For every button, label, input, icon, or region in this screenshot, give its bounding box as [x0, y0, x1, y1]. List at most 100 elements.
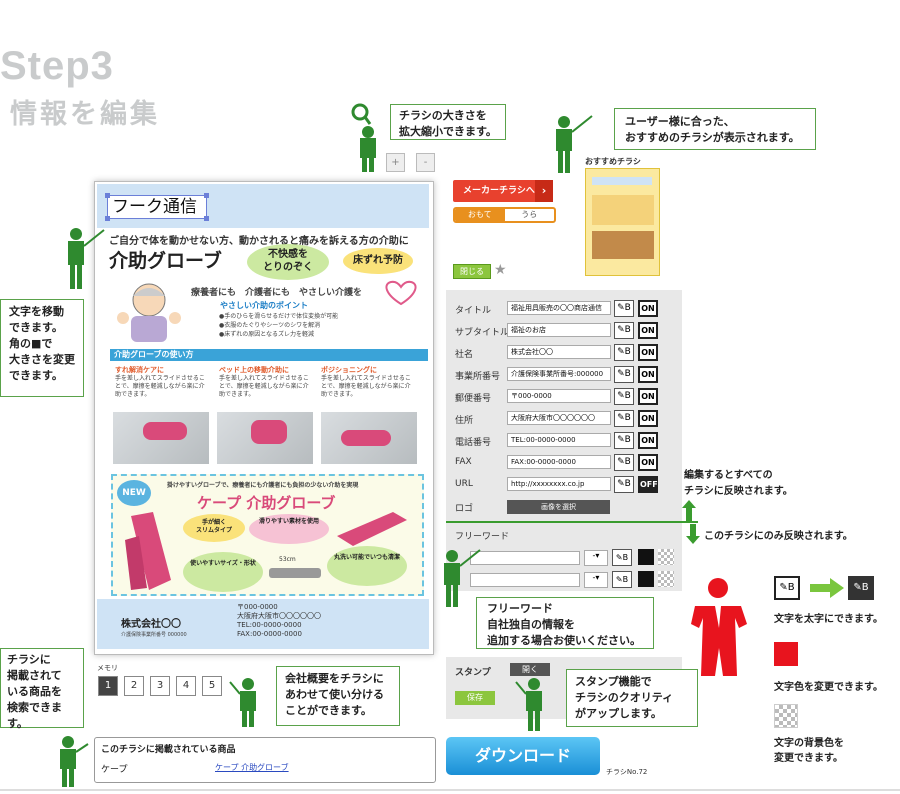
flyer-preview[interactable]: フーク通信 ご自分で体を動かせない方、動かされると痛みを訴える方の介助に 介助グ…	[94, 181, 434, 655]
freeword-panel: フリーワード -▾ ✎B -▾ ✎B	[446, 523, 682, 591]
toggle-button[interactable]: ON	[638, 432, 658, 449]
toggle-button[interactable]: ON	[638, 344, 658, 361]
flyer-point-text[interactable]: ●手のひらを滑らせるだけで体位変換が可能 ●衣服のたぐりやシーツのシワを解消 ●…	[219, 313, 339, 338]
bold-pen-icon[interactable]: ✎B	[614, 476, 634, 493]
toggle-button[interactable]: OFF	[638, 476, 658, 493]
bg-color-swatch[interactable]	[658, 549, 674, 565]
field-input[interactable]: FAX:00-0000-0000	[507, 455, 611, 469]
step-subtitle: 情報を編集	[10, 99, 160, 130]
toggle-button[interactable]: ON	[638, 300, 658, 317]
page-button-3[interactable]: 3	[150, 676, 170, 696]
toggle-button[interactable]: ON	[638, 322, 658, 339]
flyer-lead[interactable]: ご自分で体を動かせない方、動かされると痛みを訴える方の介助に	[109, 236, 409, 247]
red-person-icon	[691, 578, 747, 676]
callout-zoom: チラシの大きさを 拡大縮小できます。	[390, 104, 506, 140]
toggle-button[interactable]: ON	[638, 388, 658, 405]
page-button-5[interactable]: 5	[202, 676, 222, 696]
resize-handle[interactable]	[204, 193, 209, 198]
flyer-product-box[interactable]: NEW 掛けやすいグローブで、療養者にも介護者にも負担の少ない介助を実現 ケープ…	[111, 474, 424, 596]
front-tab[interactable]: おもて	[455, 209, 505, 221]
front-back-toggle[interactable]: おもて うら	[453, 207, 556, 223]
field-input[interactable]: 株式会社〇〇	[507, 345, 611, 359]
freeword-select[interactable]: -▾	[584, 550, 608, 566]
resize-handle[interactable]	[204, 216, 209, 221]
bold-pen-icon[interactable]: ✎B	[614, 388, 634, 405]
text-color-swatch[interactable]	[638, 549, 654, 565]
bold-pen-icon[interactable]: ✎B	[614, 410, 634, 427]
field-input[interactable]: 大阪府大阪市〇〇〇〇〇〇	[507, 411, 611, 425]
flyer-blob-bedsore[interactable]: 床ずれ予防	[343, 248, 413, 274]
field-input[interactable]: TEL:00-0000-0000	[507, 433, 611, 447]
field-input[interactable]: 福祉用具販売の〇〇商店通信	[507, 301, 611, 315]
freeword-input[interactable]	[470, 573, 580, 587]
freeword-select[interactable]: -▾	[584, 572, 608, 588]
callout-search: チラシに 掲載されて いる商品を 検索できます。	[0, 648, 84, 730]
bold-pen-icon[interactable]: ✎B	[614, 322, 634, 339]
flyer-footer[interactable]: 株式会社〇〇 介護保険事業所番号 000000 〒000-0000 大阪府大阪市…	[97, 599, 429, 649]
arrow-up-icon	[682, 500, 696, 522]
zoom-out-button[interactable]: -	[416, 153, 435, 172]
page-button-1[interactable]: 1	[98, 676, 118, 696]
pagination-label: メモリ	[97, 664, 118, 672]
bold-pen-icon[interactable]: ✎B	[614, 432, 634, 449]
freeword-label: フリーワード	[455, 532, 510, 542]
products-box: このチラシに掲載されている商品 ケープ ケープ 介助グローブ	[94, 737, 436, 783]
field-input[interactable]: 福祉のお店	[507, 323, 611, 337]
recommend-flyer-thumb[interactable]	[585, 168, 660, 276]
page-button-4[interactable]: 4	[176, 676, 196, 696]
resize-handle[interactable]	[105, 193, 110, 198]
flyer-blob-comfort[interactable]: 不快感を とりのぞく	[247, 244, 329, 280]
pink-glove-image	[125, 512, 171, 590]
flyer-col1-title: すれ解消ケアに	[115, 366, 164, 374]
flyer-box-title: ケープ 介助グローブ	[197, 494, 336, 512]
flyer-section-bar[interactable]: 介助グローブの使い方	[110, 349, 428, 361]
field-label: サブタイトル	[455, 328, 510, 338]
stamp-label: スタンプ	[455, 668, 491, 678]
field-input[interactable]: http://xxxxxxxx.co.jp	[507, 477, 611, 491]
text-color-swatch[interactable]	[638, 571, 654, 587]
download-button[interactable]: ダウンロード	[446, 737, 600, 775]
stamp-open-button[interactable]: 開く	[510, 663, 550, 676]
product-link[interactable]: ケープ 介助グローブ	[215, 763, 289, 772]
toggle-button[interactable]: ON	[638, 366, 658, 383]
glove-size-label: 53cm	[279, 556, 296, 563]
stamp-save-button[interactable]: 保存	[455, 691, 495, 705]
products-title: このチラシに掲載されている商品	[101, 745, 236, 755]
close-button[interactable]: 閉じる	[453, 264, 491, 279]
bold-pen-icon[interactable]: ✎B	[612, 549, 632, 566]
flyer-headline[interactable]: 介助グローブ	[109, 250, 222, 272]
bold-pen-icon[interactable]: ✎B	[614, 344, 634, 361]
divider-line	[681, 521, 698, 523]
toggle-button[interactable]: ON	[638, 410, 658, 427]
bg-color-swatch[interactable]	[658, 571, 674, 587]
flyer-point-title[interactable]: やさしい介助のポイント	[220, 301, 308, 310]
page-button-2[interactable]: 2	[124, 676, 144, 696]
callout-edit-all: 編集するとすべての チラシに反映されます。	[684, 470, 793, 497]
select-image-button[interactable]: 画像を選択	[507, 500, 610, 514]
field-label: 郵便番号	[455, 394, 492, 404]
toggle-button[interactable]: ON	[638, 454, 658, 471]
helper-pointer-icon	[515, 678, 542, 731]
flyer-b2: 滑りやすい素材を使用	[249, 514, 329, 544]
zoom-in-button[interactable]: +	[386, 153, 405, 172]
flyer-tagline[interactable]: 療養者にも 介護者にも やさしい介護を	[191, 288, 363, 298]
legend-bold: 文字を太字にできます。	[774, 614, 883, 625]
resize-handle[interactable]	[105, 216, 110, 221]
flyer-b1: 手が細く スリムタイプ	[183, 514, 245, 542]
field-label: URL	[455, 479, 473, 489]
field-input[interactable]: 〒000-0000	[507, 389, 611, 403]
bold-pen-icon[interactable]: ✎B	[614, 300, 634, 317]
field-label: 社名	[455, 350, 474, 360]
bold-pen-icon[interactable]: ✎B	[614, 366, 634, 383]
bold-pen-icon[interactable]: ✎B	[614, 454, 634, 471]
field-input[interactable]: 介護保険事業所番号:000000	[507, 367, 611, 381]
freeword-input[interactable]	[470, 551, 580, 565]
back-tab[interactable]: うら	[521, 210, 538, 219]
bold-pen-icon[interactable]: ✎B	[612, 571, 632, 588]
maker-flyer-button[interactable]: メーカーチラシへ›	[453, 180, 553, 202]
flyer-title-box[interactable]: フーク通信	[105, 193, 209, 221]
star-icon[interactable]: ★	[494, 262, 507, 278]
